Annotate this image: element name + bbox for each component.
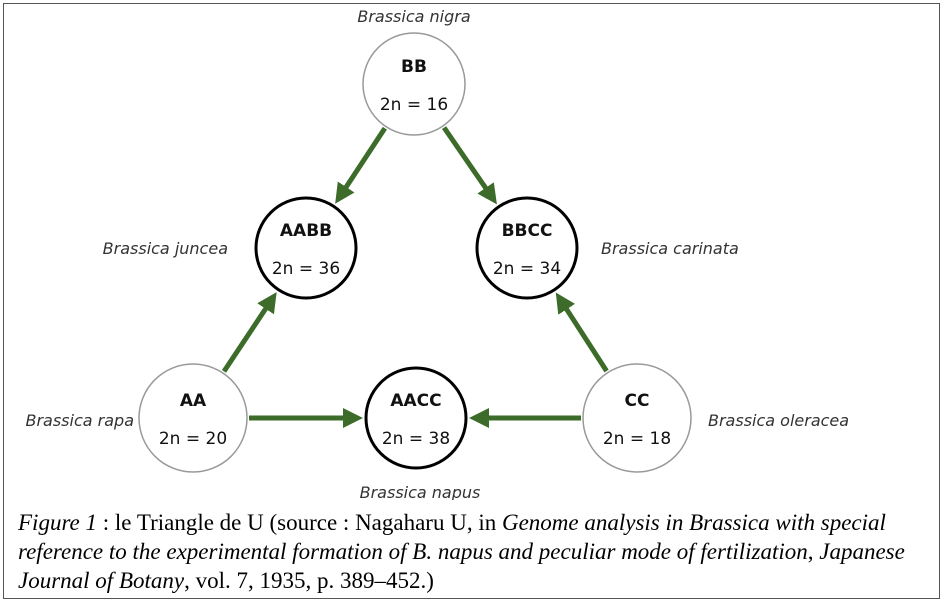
node-chromosome-count: 2n = 20 bbox=[159, 429, 227, 449]
arrow-cc-to-bbcc bbox=[555, 292, 609, 373]
arrow-bb-to-aabb bbox=[335, 126, 387, 204]
node-chromosome-count: 2n = 34 bbox=[493, 259, 561, 279]
caption-comma: , bbox=[807, 539, 820, 564]
node-aa: AA 2n = 20 Brassica rapa bbox=[25, 363, 248, 473]
caption-text-2: , vol. 7, 1935, p. 389–452.) bbox=[184, 568, 434, 593]
species-label: Brassica oleracea bbox=[708, 411, 849, 430]
caption-text-1: : le Triangle de U (source : Nagaharu U,… bbox=[97, 510, 502, 535]
node-circle bbox=[138, 363, 248, 473]
figure-frame bbox=[3, 3, 940, 599]
node-genome-label: AABB bbox=[280, 221, 332, 241]
node-bbcc: BBCC 2n = 34 Brassica carinata bbox=[475, 196, 739, 300]
species-label: Brassica rapa bbox=[25, 411, 134, 430]
node-genome-label: BB bbox=[401, 57, 427, 77]
caption-figure-label: Figure 1 bbox=[18, 510, 97, 535]
node-circle bbox=[364, 366, 468, 470]
node-circle bbox=[582, 363, 692, 473]
node-circle bbox=[254, 196, 358, 300]
node-chromosome-count: 2n = 38 bbox=[382, 429, 450, 449]
node-genome-label: AA bbox=[180, 391, 207, 411]
node-chromosome-count: 2n = 16 bbox=[380, 95, 448, 115]
node-aacc: AACC 2n = 38 Brassica napus bbox=[360, 366, 481, 500]
caption-paper-title: Genome analysis in Brassica with special… bbox=[18, 510, 886, 564]
caption-journal: Japanese Journal of Botany bbox=[18, 539, 905, 593]
species-label: Brassica napus bbox=[360, 483, 481, 500]
node-chromosome-count: 2n = 18 bbox=[603, 429, 671, 449]
node-aabb: AABB 2n = 36 Brassica juncea bbox=[103, 196, 358, 300]
node-cc: CC 2n = 18 Brassica oleracea bbox=[582, 363, 849, 473]
node-bb: BB 2n = 16 Brassica nigra bbox=[357, 7, 471, 136]
node-genome-label: AACC bbox=[390, 391, 441, 411]
node-circle bbox=[362, 32, 466, 136]
figure-caption: Figure 1 : le Triangle de U (source : Na… bbox=[18, 508, 923, 595]
arrow-bb-to-bbcc bbox=[442, 126, 497, 205]
node-circle bbox=[475, 196, 579, 300]
species-label: Brassica carinata bbox=[601, 239, 739, 258]
node-genome-label: CC bbox=[625, 391, 650, 411]
node-genome-label: BBCC bbox=[502, 221, 553, 241]
node-chromosome-count: 2n = 36 bbox=[272, 259, 340, 279]
species-label: Brassica juncea bbox=[103, 239, 228, 258]
species-label: Brassica nigra bbox=[357, 7, 470, 26]
arrow-aa-to-aabb bbox=[221, 292, 277, 373]
